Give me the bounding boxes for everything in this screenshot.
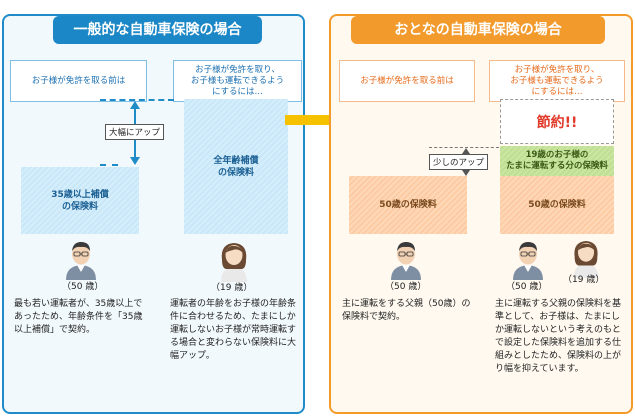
father-age-before: （50 歳） bbox=[385, 282, 427, 292]
mid-dashed-line bbox=[100, 164, 118, 166]
father-age-after: （50 歳） bbox=[506, 282, 548, 292]
case-before-label-right: お子様が免許を取る前は bbox=[360, 75, 454, 86]
case-after-license: お子様が免許を取り、 お子様も運転できるよう にするには… bbox=[173, 60, 302, 102]
panel-title-otona: おとなの自動車保険の場合 bbox=[351, 16, 605, 44]
desc-after-license-right: 主に運転する父親の保険料を基準として、お子様は、たまにしか運転しないという考えの… bbox=[495, 299, 622, 374]
case-before-label: お子様が免許を取る前は bbox=[31, 75, 126, 86]
case-after-license-right: お子様が免許を取り、 お子様も運転できるよう にするには… bbox=[489, 60, 625, 102]
block-50-before-label: 50歳の保険料 bbox=[379, 200, 437, 210]
savings-label: 節約!! bbox=[536, 114, 578, 131]
panel-title-general: 一般的な自動車保険の場合 bbox=[53, 16, 262, 44]
case-after-label: お子様が免許を取り、 お子様も運転できるよう にするには… bbox=[190, 64, 285, 97]
savings-box: 節約!! bbox=[500, 99, 614, 144]
block-child-occasional-premium: 19歳のお子様の たまに運転する分の保険料 bbox=[500, 146, 614, 176]
top-dashed-line bbox=[100, 99, 174, 101]
case-after-label-right: お子様が免許を取り、 お子様も運転できるよう にするには… bbox=[510, 64, 604, 97]
desc-after-license: 運転者の年齢をお子様の年齢条件に合わせるため、たまにしか運転しないお子様が常時運… bbox=[170, 299, 297, 361]
child-avatar-right bbox=[573, 240, 599, 278]
block-all-age-premium: 全年齢補償 の保険料 bbox=[184, 99, 288, 234]
child-avatar bbox=[221, 243, 247, 282]
case-before-license: お子様が免許を取る前は bbox=[10, 60, 147, 102]
block-35-plus-premium: 35歳以上補償 の保険料 bbox=[21, 167, 139, 234]
small-increase-label: 少しのアップ bbox=[429, 154, 489, 170]
desc-before-license: 最も若い運転者が、35歳以上であったため、年齢条件を「35歳以上補償」で契約。 bbox=[14, 299, 143, 335]
father-avatar-after bbox=[513, 242, 543, 280]
desc-before-license-right: 主に運転をする父親（50歳）の保険料で契約。 bbox=[342, 299, 471, 322]
large-increase-label: 大幅にアップ bbox=[105, 124, 165, 140]
case-before-license-right: お子様が免許を取る前は bbox=[339, 60, 475, 102]
block-35-label: 35歳以上補償 の保険料 bbox=[51, 189, 109, 212]
child-age: （19 歳） bbox=[211, 283, 253, 293]
small-top-dashed-line bbox=[429, 147, 499, 148]
block-50-premium-before: 50歳の保険料 bbox=[349, 176, 467, 234]
child-age-right: （19 歳） bbox=[563, 275, 605, 285]
father-age: （50 歳） bbox=[62, 282, 104, 292]
panel-otona-insurance: おとなの自動車保険の場合 お子様が免許を取る前は お子様が免許を取り、 お子様も… bbox=[329, 14, 633, 414]
father-avatar-before bbox=[391, 242, 421, 280]
panel-general-insurance: 一般的な自動車保険の場合 お子様が免許を取る前は お子様が免許を取り、 お子様も… bbox=[2, 14, 305, 414]
block-50-premium-after: 50歳の保険料 bbox=[500, 176, 614, 234]
block-50-after-label: 50歳の保険料 bbox=[528, 200, 586, 210]
block-all-label: 全年齢補償 の保険料 bbox=[213, 155, 259, 178]
block-child-label: 19歳のお子様の たまに運転する分の保険料 bbox=[506, 150, 608, 171]
father-avatar bbox=[66, 242, 96, 280]
